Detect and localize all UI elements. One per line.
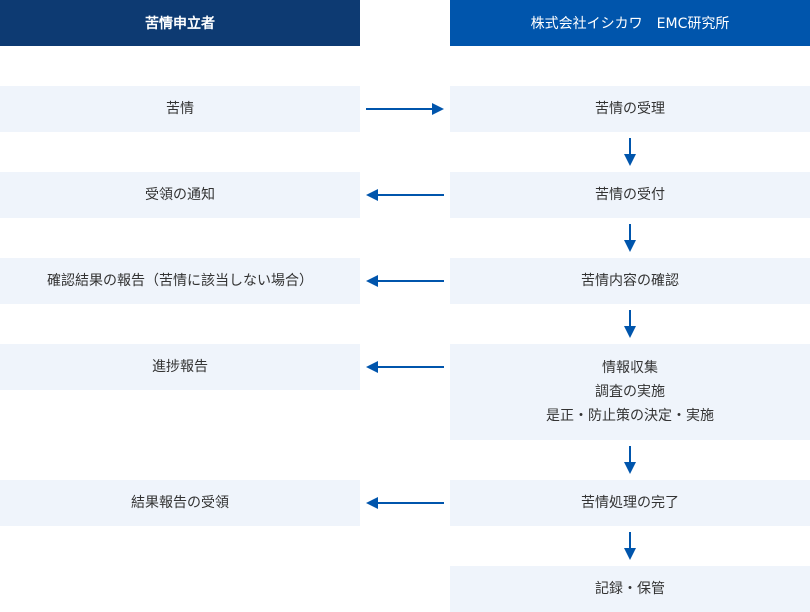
- investigation-line: 調査の実施: [595, 384, 665, 400]
- investigation-line: 情報収集: [602, 360, 658, 376]
- arrow-down-icon: [624, 446, 636, 474]
- arrow-left-icon: [366, 189, 444, 201]
- header-company: 株式会社イシカワ EMC研究所: [450, 0, 810, 46]
- left-step-progress-report: 進捗報告: [0, 344, 360, 390]
- arrow-left-icon: [366, 275, 444, 287]
- right-step-completion: 苦情処理の完了: [450, 480, 810, 526]
- arrow-down-icon: [624, 310, 636, 338]
- left-step-receipt-notice: 受領の通知: [0, 172, 360, 218]
- arrow-down-icon: [624, 224, 636, 252]
- arrow-down-icon: [624, 532, 636, 560]
- arrow-left-icon: [366, 361, 444, 373]
- header-complainant: 苦情申立者: [0, 0, 360, 46]
- left-step-confirmation-report: 確認結果の報告（苦情に該当しない場合）: [0, 258, 360, 304]
- right-step-record: 記録・保管: [450, 566, 810, 612]
- investigation-line: 是正・防止策の決定・実施: [546, 408, 714, 424]
- arrow-left-icon: [366, 497, 444, 509]
- arrow-right-icon: [366, 103, 444, 115]
- right-step-acceptance: 苦情の受理: [450, 86, 810, 132]
- right-step-content-check: 苦情内容の確認: [450, 258, 810, 304]
- left-step-result-receipt: 結果報告の受領: [0, 480, 360, 526]
- right-step-registration: 苦情の受付: [450, 172, 810, 218]
- right-step-investigation: 情報収集 調査の実施 是正・防止策の決定・実施: [450, 344, 810, 440]
- arrow-down-icon: [624, 138, 636, 166]
- left-step-complaint: 苦情: [0, 86, 360, 132]
